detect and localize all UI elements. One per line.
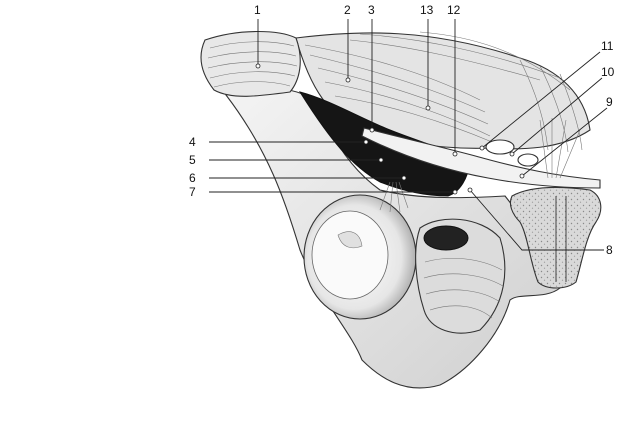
label-9: 9	[606, 95, 613, 109]
label-3: 3	[368, 3, 375, 17]
leader-lines	[209, 19, 608, 251]
label-11: 11	[601, 39, 614, 53]
label-2: 2	[344, 3, 351, 17]
label-4: 4	[189, 135, 196, 149]
label-7: 7	[189, 185, 196, 199]
opening-10	[517, 153, 539, 167]
muscle-fibers	[304, 31, 583, 153]
label-8: 8	[606, 243, 613, 257]
label-1: 1	[254, 3, 261, 17]
opening-11	[485, 139, 515, 155]
label-10: 10	[601, 65, 615, 79]
label-numbers: 1 2 3 13 12 11 10 9 4 5 6 7 8	[189, 3, 615, 257]
label-13: 13	[420, 3, 434, 17]
muscle-left	[200, 30, 301, 97]
label-12: 12	[447, 3, 461, 17]
leader-markers	[255, 63, 525, 195]
label-5: 5	[189, 153, 196, 167]
label-6: 6	[189, 171, 196, 185]
